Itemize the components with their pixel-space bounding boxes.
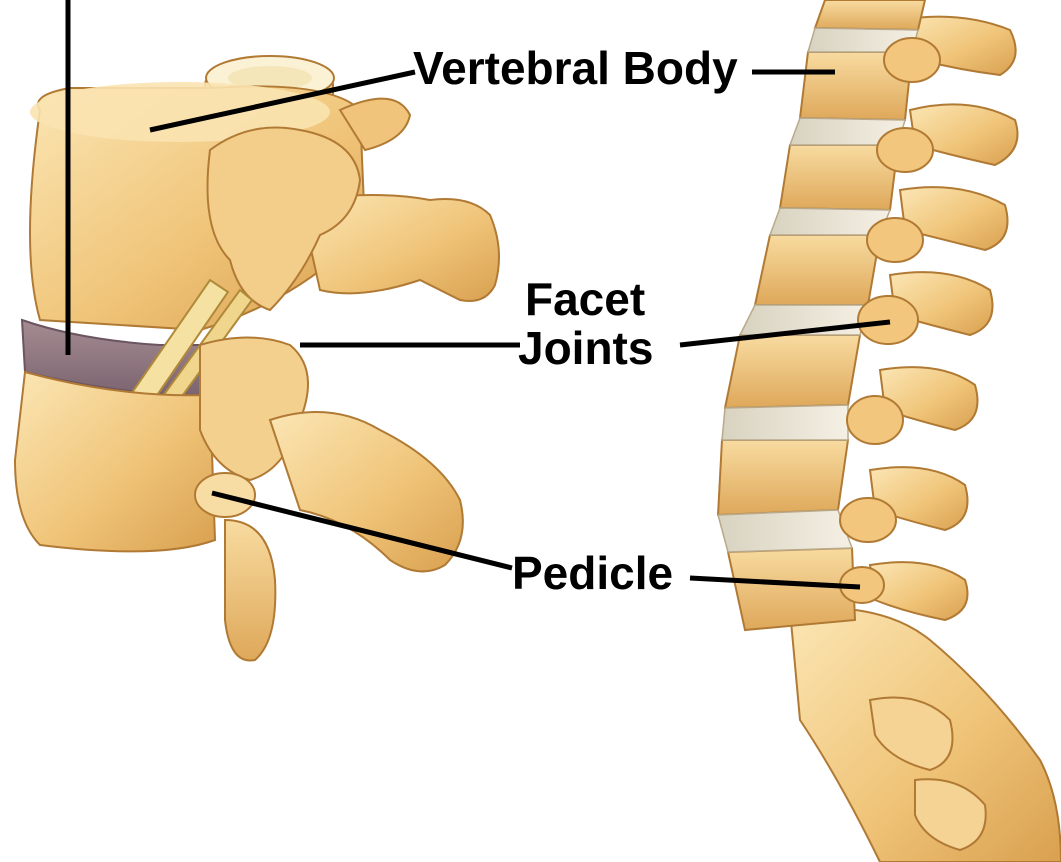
label-joints: Joints (518, 322, 653, 374)
label-vertebral-body: Vertebral Body (413, 42, 738, 94)
vertebrae-illustration (15, 56, 499, 661)
lower-vertebral-body (15, 372, 215, 551)
spinous-process (225, 520, 275, 661)
label-pedicle: Pedicle (512, 547, 673, 599)
spine-column-illustration (718, 0, 1061, 862)
label-facet: Facet (525, 273, 645, 325)
